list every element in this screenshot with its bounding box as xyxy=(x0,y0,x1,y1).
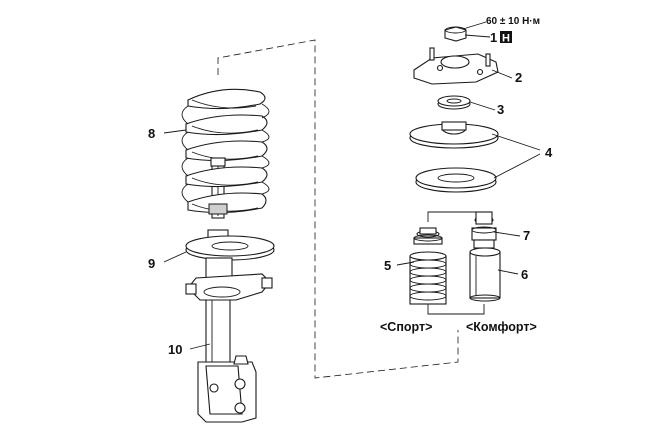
variant-bracket-bottom xyxy=(427,304,485,315)
leader-lines xyxy=(163,21,541,350)
callout-7: 7 xyxy=(523,228,530,243)
callout-6: 6 xyxy=(521,267,528,282)
torque-spec: 60 ± 10 Н·м xyxy=(486,16,540,27)
callout-1: 1 xyxy=(490,30,497,45)
callout-5: 5 xyxy=(384,258,391,273)
callout-10: 10 xyxy=(168,342,182,357)
assembly-path xyxy=(217,39,459,379)
comfort-bump-cap xyxy=(471,211,497,249)
tightening-badge: H xyxy=(500,31,512,45)
callout-3: 3 xyxy=(497,102,504,117)
sport-dust-cover xyxy=(409,251,447,305)
callout-9: 9 xyxy=(148,256,155,271)
variant-comfort-label: <Комфорт> xyxy=(466,320,537,334)
svg-text:H: H xyxy=(502,33,510,45)
sport-bump-cap xyxy=(413,227,443,245)
strut-tube xyxy=(205,257,233,365)
spring-seat xyxy=(185,235,275,261)
upper-spring-seat xyxy=(409,121,499,149)
lower-spring-bracket xyxy=(185,273,273,301)
variant-sport-label: <Спорт> xyxy=(380,320,432,334)
coil-spring xyxy=(181,88,270,214)
callout-2: 2 xyxy=(515,70,522,85)
callout-8: 8 xyxy=(148,126,155,141)
strut-bearing xyxy=(437,95,471,110)
spring-pad xyxy=(415,167,497,193)
upper-mount xyxy=(413,47,499,85)
knuckle-bracket xyxy=(197,355,257,423)
mount-nut xyxy=(444,26,467,42)
rod-stop xyxy=(208,157,228,215)
comfort-dust-cover xyxy=(469,247,501,302)
callout-4: 4 xyxy=(545,145,553,160)
